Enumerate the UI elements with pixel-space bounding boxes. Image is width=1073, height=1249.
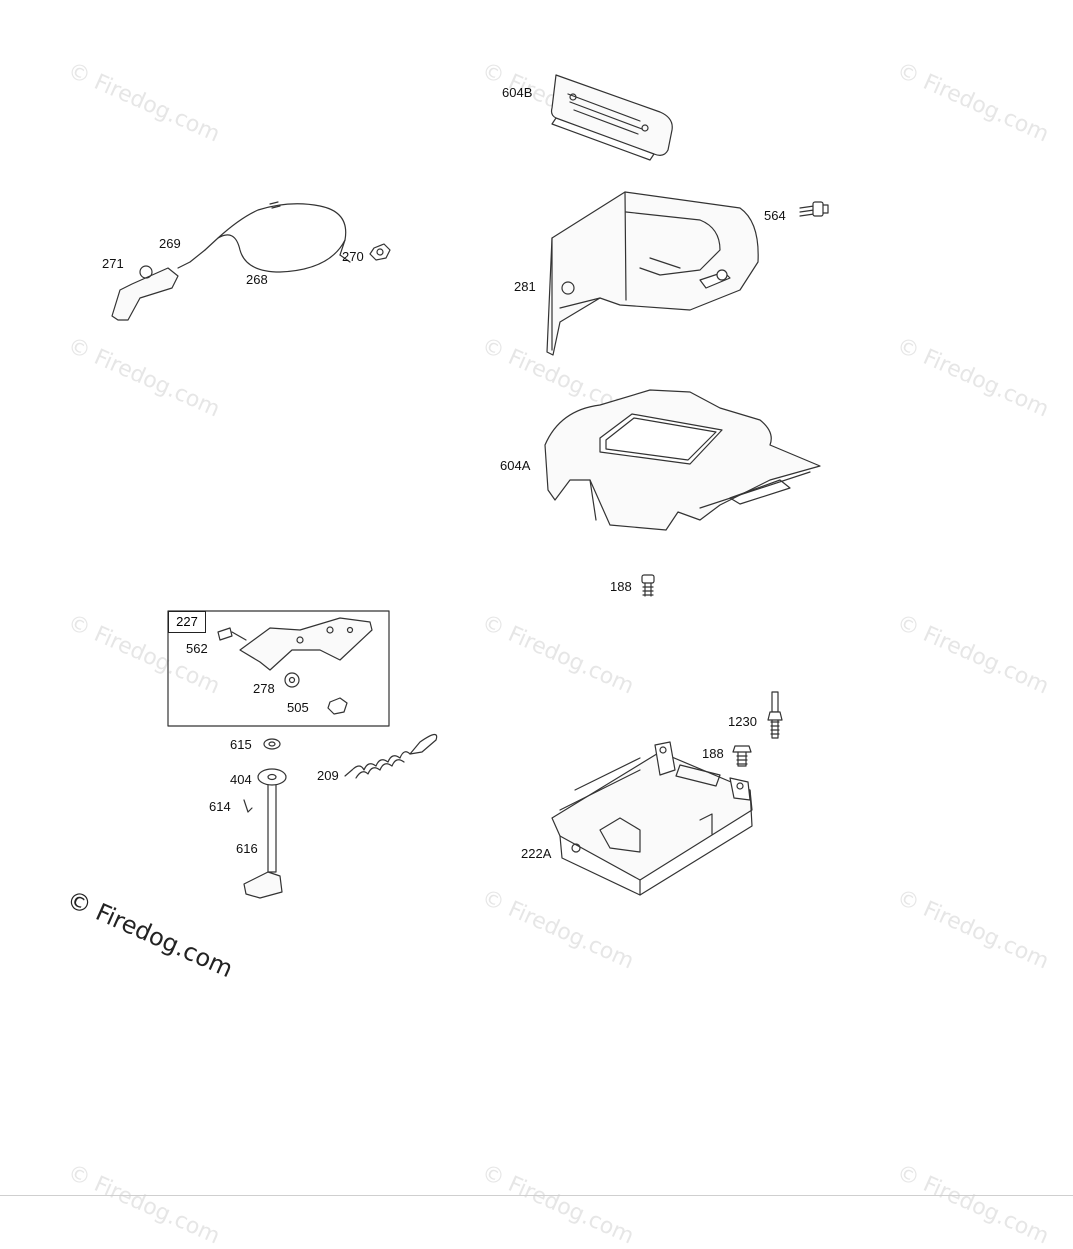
label-1230: 1230 (728, 714, 757, 729)
label-268: 268 (246, 272, 268, 287)
label-614: 614 (209, 799, 231, 814)
label-604a: 604A (500, 458, 531, 473)
part-188-screw-shape (641, 574, 655, 597)
label-209: 209 (317, 768, 339, 783)
parts-diagram: © Firedog.com © Firedog.com © Firedog.co… (0, 58, 1073, 1249)
label-564: 564 (764, 208, 786, 223)
part-404-shape (257, 768, 287, 786)
label-270: 270 (342, 249, 364, 264)
label-505: 505 (287, 700, 309, 715)
part-604a-shape (544, 389, 821, 531)
part-209-shape (344, 733, 438, 779)
label-404: 404 (230, 772, 252, 787)
label-616: 616 (236, 841, 258, 856)
label-281: 281 (514, 279, 536, 294)
label-188-bolt: 188 (702, 746, 724, 761)
part-564-shape (799, 201, 829, 217)
part-222a-shape (551, 741, 753, 896)
label-269: 269 (159, 236, 181, 251)
label-222a: 222A (521, 846, 552, 861)
parts-illustration (111, 74, 829, 899)
part-616-shape (243, 784, 283, 899)
group-box-label: 227 (168, 611, 206, 633)
part-188-bolt-shape (732, 745, 752, 767)
inset-box-227 (167, 610, 390, 727)
part-614-shape (243, 799, 253, 813)
label-271: 271 (102, 256, 124, 271)
label-278: 278 (253, 681, 275, 696)
part-604b-shape (550, 74, 673, 161)
label-562: 562 (186, 641, 208, 656)
part-1230-shape (767, 691, 783, 739)
label-604b: 604B (502, 85, 533, 100)
label-615: 615 (230, 737, 252, 752)
label-188-screw: 188 (610, 579, 632, 594)
part-615-shape (263, 738, 281, 750)
part-281-shape (546, 191, 759, 356)
page-bottom-rule (0, 1195, 1073, 1196)
part-cable-shape (111, 201, 391, 321)
